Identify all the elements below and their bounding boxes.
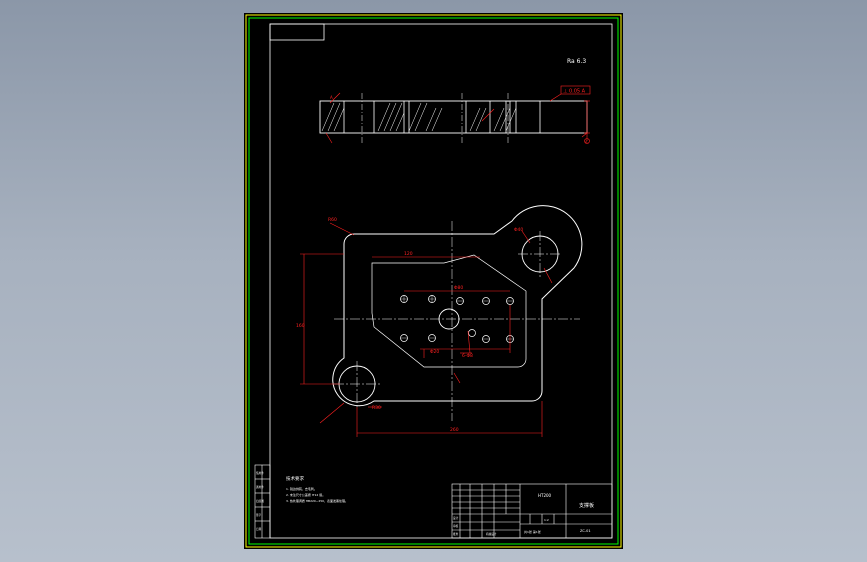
tech-note-2: 2. 未注尺寸公差按 IT12 级。	[286, 492, 325, 497]
tolerance-frame	[560, 85, 591, 95]
side-view: A ⊥ 0.05 A A	[319, 85, 591, 144]
dim-height: 160	[296, 323, 305, 329]
title-checker: 审核	[453, 524, 459, 528]
dim-radius-big: R60	[328, 217, 337, 223]
tech-note-1: 1. 锐边倒钝，去毛刺。	[286, 486, 317, 491]
title-company: 机械设计	[486, 532, 497, 536]
side-row-1: 借用件	[256, 471, 264, 475]
dimension-lines	[300, 222, 553, 437]
title-sheet: 共1张 第1张	[524, 529, 541, 534]
datum-circle	[584, 138, 590, 144]
dim-hole-dia: Φ20	[430, 349, 439, 355]
title-designer: 设计	[453, 516, 459, 520]
side-table	[254, 464, 271, 539]
drawing-sheet[interactable]: Ra 6.3	[244, 13, 623, 549]
code-box	[269, 23, 325, 41]
front-view: 160 260 R60 R30 120 Φ80 Φ20 Φ40 6-Φ8	[296, 205, 583, 437]
dim-small-holes: 6-Φ8	[462, 353, 473, 359]
title-approver: 批准	[453, 532, 459, 536]
dim-pcd: Φ80	[454, 285, 463, 291]
outer-border	[245, 14, 622, 548]
dim-side-dia: Φ40	[514, 227, 523, 233]
tech-note-3: 3. 热处理调质 HB220~250，表面发黑处理。	[286, 498, 348, 503]
side-row-5: 日期	[256, 527, 262, 531]
side-row-2: 通用件	[256, 485, 264, 489]
title-part-name: 支撑板	[579, 502, 594, 509]
title-material: HT200	[538, 493, 552, 498]
tolerance-text: ⊥ 0.05 A	[563, 89, 586, 95]
datum-label: A	[585, 140, 588, 144]
title-block	[451, 483, 613, 539]
roughness-mark: Ra 6.3	[567, 58, 586, 65]
dim-length: 260	[450, 427, 459, 433]
cad-drawing: Ra 6.3	[245, 14, 622, 548]
side-row-4: 签字	[256, 513, 262, 517]
inner-border	[248, 17, 619, 545]
frame-border	[269, 23, 613, 539]
section-flag: A	[330, 95, 333, 100]
tech-notes: 技术要求 1. 锐边倒钝，去毛刺。 2. 未注尺寸公差按 IT12 级。 3. …	[286, 475, 348, 503]
side-row-3: 旧底图	[256, 499, 264, 503]
tech-title: 技术要求	[286, 475, 304, 482]
dim-radius-hole: R30	[372, 405, 381, 411]
dim-top-width: 120	[404, 251, 413, 257]
title-drawing-no: ZC-01	[580, 529, 591, 533]
title-scale: 1:2	[544, 518, 549, 522]
